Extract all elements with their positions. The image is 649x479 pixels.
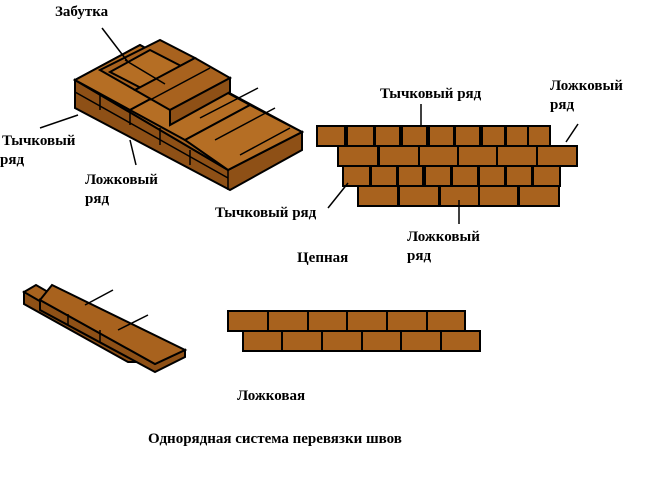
label-front-header-top: Тычковый ряд [380, 86, 482, 102]
iso-stretcher-masonry [22, 283, 188, 374]
label-iso-header-row-2: ряд [0, 152, 25, 168]
label-front-stretcher-bottom-2: ряд [407, 248, 432, 264]
label-iso-stretcher-row-1: Ложковый [85, 172, 158, 188]
front-chain-wall [316, 125, 578, 207]
label-front-stretcher-right-2: ряд [550, 97, 575, 113]
diagram-title: Однорядная система перевязки швов [148, 431, 402, 447]
caption-chain: Цепная [297, 250, 349, 266]
front-stretcher-wall [227, 310, 481, 352]
label-front-header-left: Тычковый ряд [215, 205, 317, 221]
label-iso-stretcher-row-2: ряд [85, 191, 110, 207]
caption-stretcher: Ложковая [237, 388, 306, 404]
label-front-stretcher-bottom-1: Ложковый [407, 229, 480, 245]
label-front-stretcher-right-1: Ложковый [550, 78, 623, 94]
label-iso-header-row-1: Тычковый [2, 133, 76, 149]
label-fill: Забутка [55, 4, 109, 20]
iso-chain-masonry [72, 38, 305, 192]
